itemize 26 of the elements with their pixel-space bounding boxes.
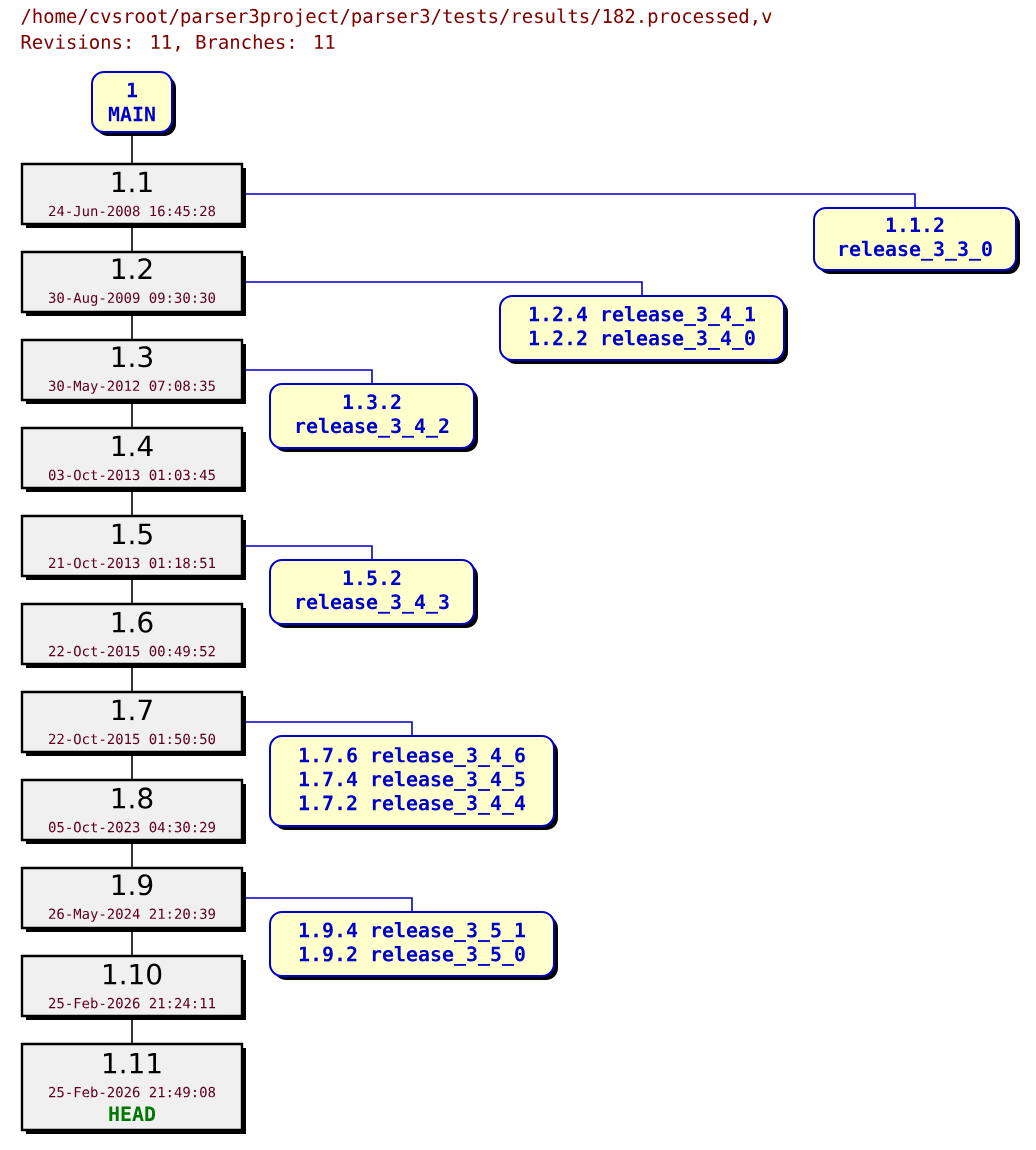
- connector-line: [131, 1017, 133, 1045]
- connector-line: [131, 929, 133, 957]
- tag-box: 1.2.4 release_3_4_1 1.2.2 release_3_4_0: [499, 295, 788, 364]
- connector-line: [131, 753, 133, 781]
- file-path-title: /home/cvsroot/parser3project/parser3/tests/results/182.processed,v: [21, 8, 772, 27]
- branch-connector: [241, 281, 643, 297]
- connector-line: [131, 133, 133, 165]
- tag-box: 1.1.2 release_3_3_0: [813, 207, 1020, 274]
- connector-line: [131, 313, 133, 341]
- connector-line: [131, 841, 133, 869]
- branch-connector: [241, 545, 373, 561]
- connector-line: [131, 401, 133, 429]
- connector-line: [131, 489, 133, 517]
- connector-line: [131, 577, 133, 605]
- branch-connector: [241, 721, 413, 737]
- revision-summary: Revisions: 11, Branches: 11: [21, 34, 335, 52]
- branch-connector: [241, 897, 413, 913]
- tag-box: 1.9.4 release_3_5_1 1.9.2 release_3_5_0: [269, 911, 558, 980]
- branch-connector: [241, 193, 916, 209]
- connector-line: [131, 665, 133, 693]
- tag-box: 1.7.6 release_3_4_6 1.7.4 release_3_4_5 1.7.2 release_3_4_4: [269, 735, 558, 830]
- branch-connector: [241, 369, 373, 385]
- tag-box: 1.3.2 release_3_4_2: [269, 383, 478, 452]
- connector-line: [131, 225, 133, 253]
- tag-box: 1.5.2 release_3_4_3: [269, 559, 478, 628]
- tag-box: 1 MAIN: [91, 71, 176, 136]
